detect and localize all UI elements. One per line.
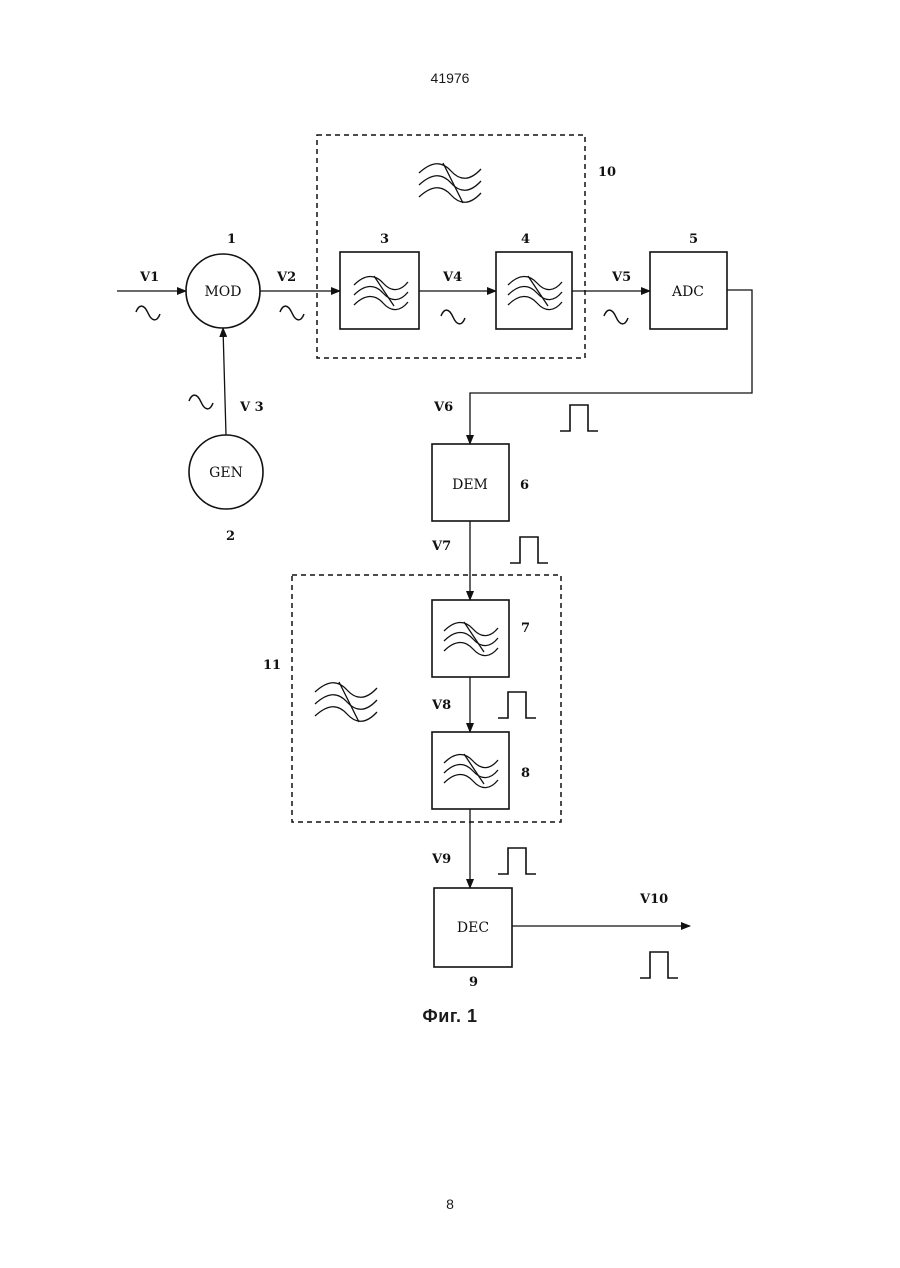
signal-label-v10: V10 — [639, 892, 668, 907]
demodulator-label: DEM — [452, 477, 488, 493]
square-pulse-icon — [510, 537, 548, 563]
sine-wave-icon — [604, 310, 628, 324]
decoder-number: 9 — [469, 975, 478, 990]
generator-number: 2 — [226, 529, 235, 544]
filter-symbol-icon — [419, 163, 481, 203]
filter-3-number: 3 — [380, 232, 389, 247]
signal-label-v7: V7 — [431, 539, 451, 554]
arrow-v3 — [223, 328, 226, 435]
decoder-label: DEC — [457, 920, 489, 936]
figure-caption: Фиг. 1 — [0, 1006, 900, 1027]
signal-label-v3: V 3 — [239, 400, 264, 415]
generator-label: GEN — [209, 465, 243, 481]
filter-4-number: 4 — [521, 232, 530, 247]
adc-number: 5 — [689, 232, 698, 247]
signal-label-v8: V8 — [431, 698, 451, 713]
group-10-number: 10 — [598, 165, 616, 180]
modulator-number: 1 — [227, 232, 236, 247]
adc-label: ADC — [671, 284, 704, 300]
filter-symbol-icon — [315, 682, 377, 722]
filter-group-11 — [292, 575, 561, 822]
sine-wave-icon — [441, 310, 465, 324]
sine-wave-icon — [189, 395, 213, 409]
signal-label-v5: V5 — [611, 270, 631, 285]
page-number: 8 — [0, 1196, 900, 1212]
square-pulse-icon — [498, 692, 536, 718]
sine-wave-icon — [136, 306, 160, 320]
modulator-label: MOD — [204, 284, 241, 300]
signal-label-v1: V1 — [139, 270, 159, 285]
signal-label-v4: V4 — [442, 270, 462, 285]
square-pulse-icon — [498, 848, 536, 874]
filter-7-number: 7 — [521, 621, 530, 636]
filter-8-number: 8 — [521, 766, 530, 781]
demodulator-number: 6 — [520, 478, 529, 493]
group-11-number: 11 — [263, 658, 281, 673]
square-pulse-icon — [560, 405, 598, 431]
signal-label-v2: V2 — [276, 270, 296, 285]
square-pulse-icon — [640, 952, 678, 978]
sine-wave-icon — [280, 306, 304, 320]
signal-label-v9: V9 — [431, 852, 451, 867]
signal-label-v6: V6 — [433, 400, 453, 415]
